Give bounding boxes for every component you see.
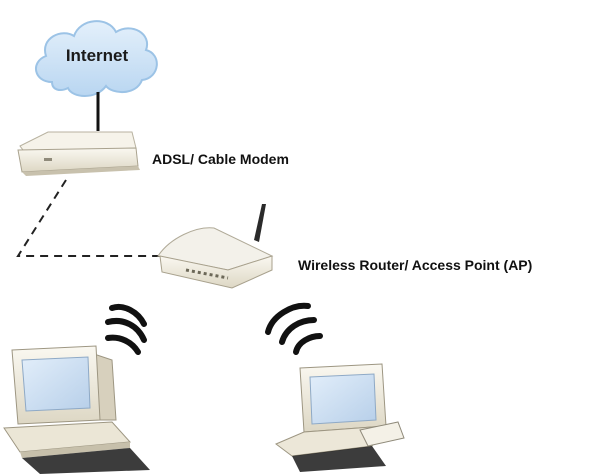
internet-label: Internet [66,46,129,65]
router-top [157,227,274,271]
modem-router-dashed-link [16,179,172,257]
router-front [159,255,273,289]
laptop-computer [275,363,405,472]
desktop-base-front [20,442,130,458]
router-device [157,204,274,289]
router-antenna [254,204,266,242]
modem-shadow [22,166,140,176]
wave-left-1 [109,304,147,327]
wifi-waves-left [105,304,147,355]
desktop-computer [3,345,150,474]
wave-right-2 [279,317,317,345]
modem-led [44,158,52,161]
modem-device [17,131,140,176]
cloud-shape [35,20,158,97]
router-label: Wireless Router/ Access Point (AP) [298,257,532,273]
wave-right-3 [293,333,323,355]
wifi-waves-right [265,302,323,355]
wave-left-2 [105,318,147,343]
wave-right-1 [265,302,311,335]
wave-left-3 [105,334,141,355]
laptop-shadow [292,446,386,472]
internet-cloud: Internet [35,20,158,97]
modem-label: ADSL/ Cable Modem [152,151,289,167]
router-lights [185,268,229,280]
wireless-card [359,421,405,447]
monitor-screen [21,356,91,412]
laptop-screen [309,373,377,425]
desktop-shadow [22,448,150,474]
